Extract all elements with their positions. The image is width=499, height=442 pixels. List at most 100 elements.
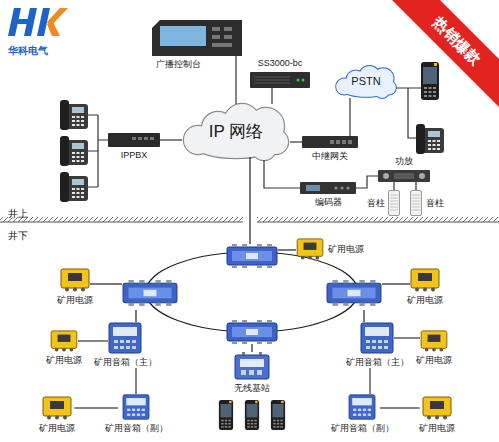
node-label: 矿用电源: [407, 295, 444, 306]
power-box: [411, 269, 439, 292]
network-cloud: [184, 104, 288, 160]
encoder-device: [334, 186, 349, 189]
zone-label: 井下: [8, 230, 28, 242]
speaker-column: [411, 191, 422, 216]
connector: [356, 176, 378, 188]
base-station: [235, 352, 269, 379]
mobile-phone: [271, 400, 285, 430]
connector: [393, 182, 394, 190]
broadcast-console: [152, 20, 242, 56]
amplifier-node: 功放: [378, 156, 430, 182]
amplifier-device: [378, 170, 430, 182]
broadcast-console: [160, 26, 206, 46]
broadcast-console: [224, 35, 232, 39]
amplifier-device: [394, 173, 414, 179]
connector: [349, 98, 350, 136]
node-label: 矿用电源: [327, 244, 364, 255]
encoder-device: [306, 185, 320, 191]
speaker-box-node: 矿用音箱（主）: [345, 322, 409, 368]
node-label: 无线基站: [234, 383, 271, 394]
node-label: 功放: [395, 156, 414, 167]
connector: [290, 141, 302, 142]
underground-wire: [278, 249, 296, 250]
zone-label: 井上: [8, 208, 28, 220]
power-box: [51, 331, 77, 352]
server-device: [302, 79, 305, 82]
desk-phone: [416, 124, 444, 154]
power-box: [297, 239, 323, 260]
power-box: [43, 239, 451, 420]
underground-wire: [90, 283, 122, 284]
wire-stub: [394, 337, 409, 338]
power-box: [423, 397, 451, 420]
encoder-device: [300, 182, 356, 194]
ring-switch: [227, 320, 277, 344]
ring-switch: [123, 280, 177, 306]
phone-wire: [88, 115, 108, 187]
connector: [409, 337, 415, 338]
encoder-device: [346, 186, 349, 189]
ippbx-device: [144, 137, 148, 140]
power-box-node: 矿用电源: [296, 238, 364, 260]
zone-label-holder: 井上: [8, 203, 28, 221]
server-device: [254, 77, 290, 83]
gateway-device: [336, 140, 340, 144]
ippbx-device: [132, 137, 136, 140]
mobile-phone: [219, 400, 285, 430]
gateway-device: [330, 140, 334, 144]
company-name: 华科电气: [8, 45, 48, 57]
node-label: 矿用电源: [39, 423, 76, 434]
gateway-device: [342, 140, 346, 144]
underground-wire: [90, 157, 410, 352]
pbx-node: IPPBX: [108, 133, 160, 161]
server-device: [250, 72, 310, 88]
encoder-node: 编码器: [300, 182, 356, 208]
pstn-cloud-node: PSTN: [335, 66, 397, 98]
power-box-node: 矿用电源: [418, 396, 456, 434]
desk-phone: [60, 172, 88, 202]
desk-phone: [60, 100, 88, 130]
node-label: 音柱: [425, 198, 444, 209]
speaker-box-node: 矿用音箱（副）: [330, 394, 394, 434]
power-box: [43, 397, 71, 420]
node-label: IPPBX: [120, 150, 148, 161]
underground-wire: [363, 310, 364, 322]
network-cloud: [184, 104, 288, 160]
wire-stub: [380, 407, 394, 408]
ippbx-device: [150, 137, 154, 140]
node-label: 矿用电源: [416, 355, 453, 366]
encoder-device: [334, 186, 337, 189]
ippbx-device: [132, 137, 154, 140]
node-label: 矿用音箱（主）: [345, 357, 409, 368]
connector: [264, 160, 300, 188]
broadcast-console: [152, 20, 242, 56]
server-device: [250, 72, 310, 88]
desk-phone: [60, 136, 88, 166]
gateway-device: [302, 136, 358, 148]
company-logo: [17, 19, 33, 24]
zone-label-holder: 井下: [8, 225, 28, 243]
node-label: PSTN: [351, 75, 382, 88]
speaker-column-node: 音柱: [366, 190, 400, 216]
power-box: [421, 331, 447, 352]
speaker-box: [349, 395, 375, 419]
gateway-device: [348, 140, 352, 144]
ippbx-device: [138, 137, 142, 140]
connector: [76, 407, 104, 408]
network-cloud-node: IP 网络: [182, 104, 290, 160]
connector: [160, 139, 182, 140]
broadcast-console: [224, 27, 232, 31]
ring-switch: [227, 244, 277, 268]
network-cloud: [184, 104, 288, 160]
ippbx-device: [108, 133, 160, 147]
node-label: 音柱: [366, 198, 385, 209]
server-node: SS3000-bc: [250, 58, 310, 88]
server-device: [297, 79, 300, 82]
connector: [415, 182, 416, 190]
mobile-phone: [421, 62, 439, 100]
speaker-box: [109, 323, 141, 353]
connector: [83, 340, 93, 341]
power-box-node: 矿用电源: [38, 396, 76, 434]
